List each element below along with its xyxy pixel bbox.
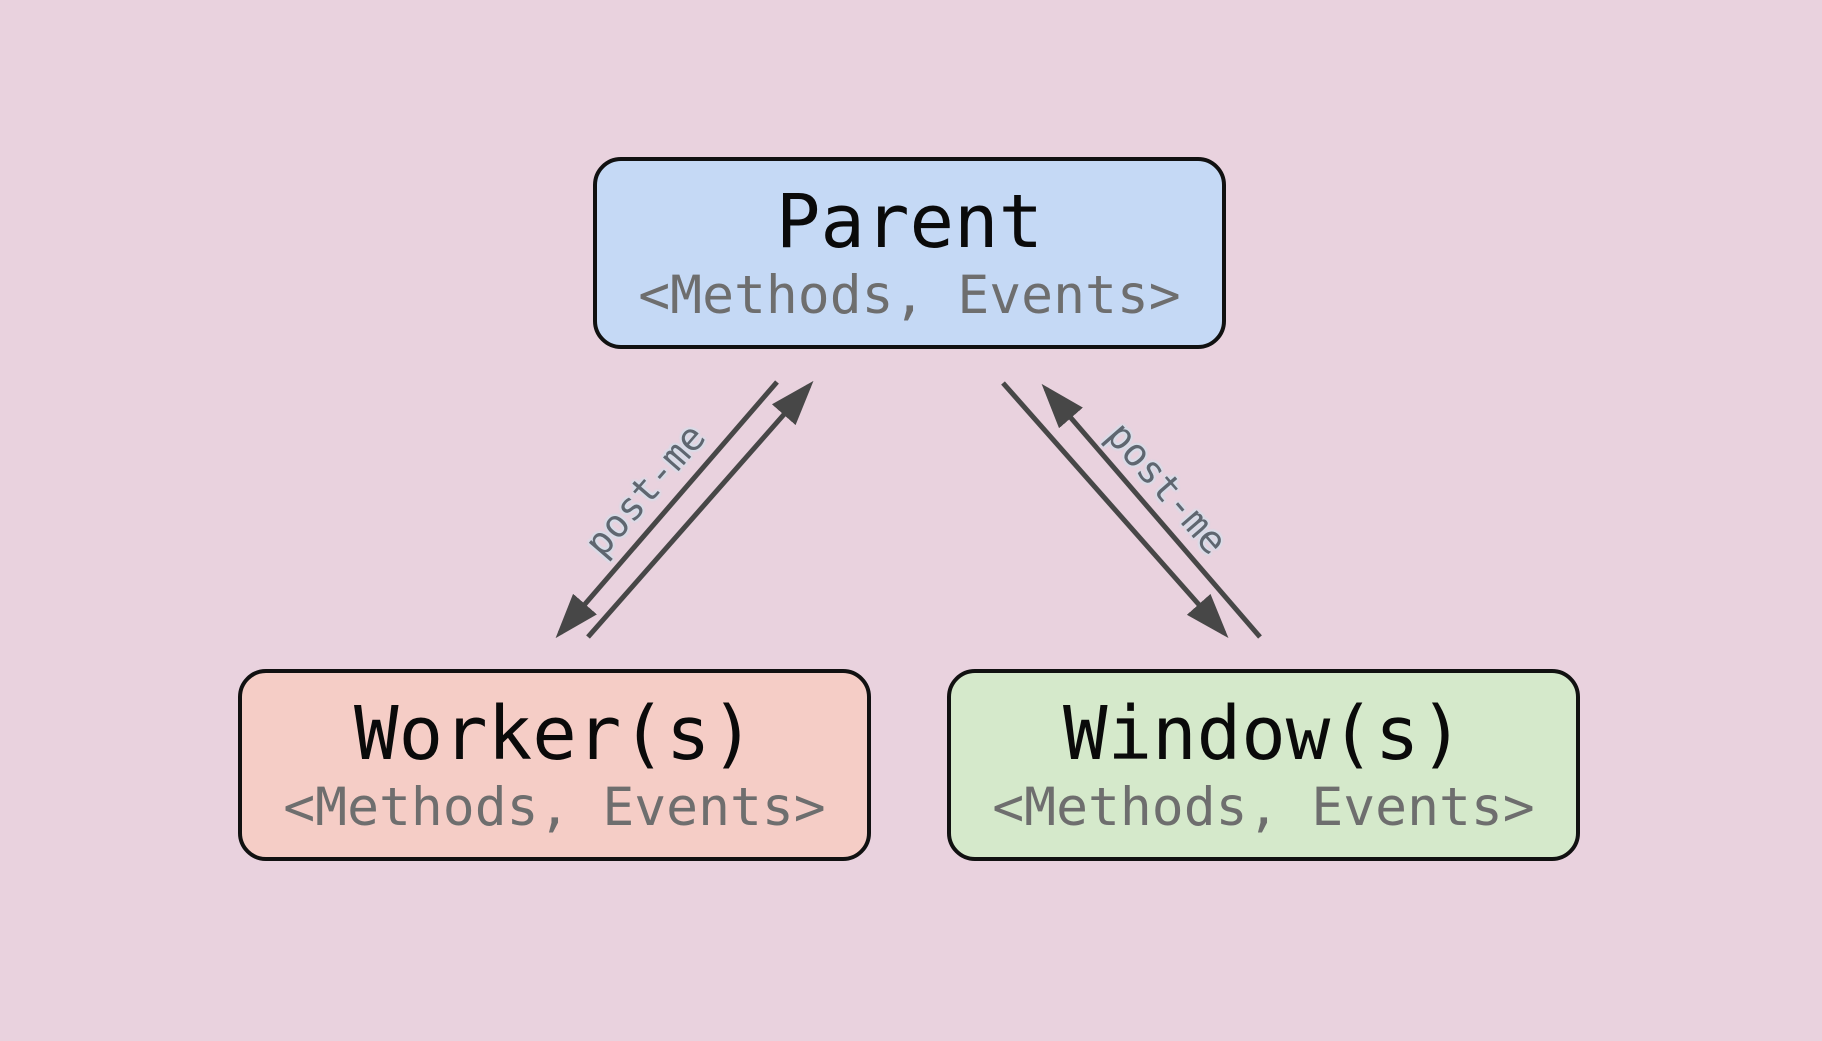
worker-node-title: Worker(s) bbox=[354, 690, 755, 777]
arrow-worker-to-parent-icon bbox=[586, 380, 814, 639]
window-node-subtitle: <Methods, Events> bbox=[992, 776, 1535, 838]
parent-node-subtitle: <Methods, Events> bbox=[638, 264, 1181, 326]
parent-node: Parent <Methods, Events> bbox=[593, 157, 1226, 349]
arrow-parent-to-worker-icon bbox=[555, 380, 779, 639]
window-node: Window(s) <Methods, Events> bbox=[947, 669, 1580, 861]
arrow-window-to-parent-icon bbox=[1041, 383, 1262, 639]
arrow-parent-to-window-icon bbox=[1001, 381, 1229, 639]
worker-node-subtitle: <Methods, Events> bbox=[283, 776, 826, 838]
parent-node-title: Parent bbox=[775, 178, 1044, 265]
window-node-title: Window(s) bbox=[1063, 690, 1464, 777]
worker-node: Worker(s) <Methods, Events> bbox=[238, 669, 871, 861]
